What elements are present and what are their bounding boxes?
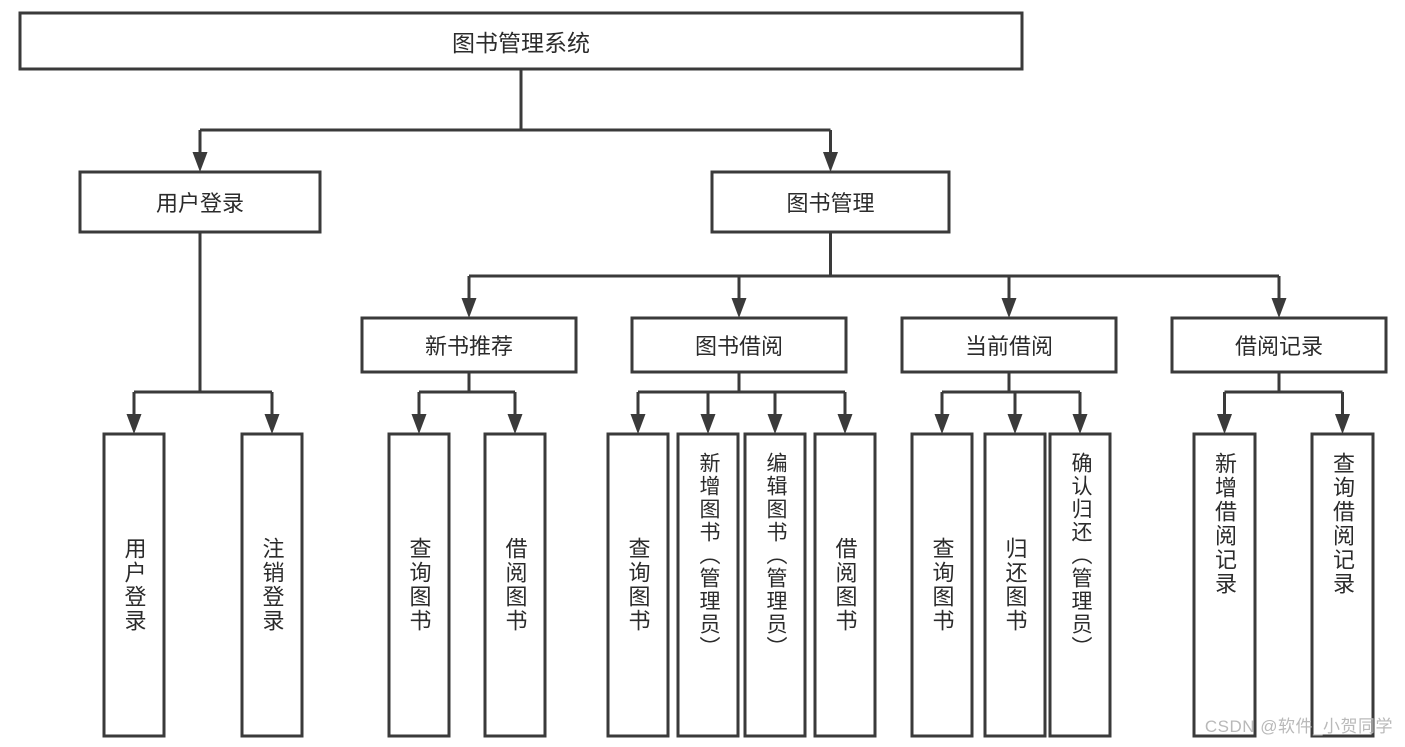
arrow-head-icon: [1335, 414, 1350, 434]
node-leaf-user-login[interactable]: [102, 432, 166, 738]
connector-group-book-borrow: [630, 372, 853, 434]
arrow-head-icon: [837, 414, 853, 434]
node-box-leaf-bb-edit[interactable]: [743, 432, 807, 738]
node-box-leaf-cb-return[interactable]: [983, 432, 1047, 738]
node-leaf-nbr-borrow[interactable]: [483, 432, 547, 738]
arrow-head-icon: [823, 152, 838, 172]
connector-group-root: [192, 69, 838, 172]
node-leaf-cb-return[interactable]: [983, 432, 1047, 738]
node-leaf-nbr-query[interactable]: [387, 432, 451, 738]
connector-group-borrow-record: [1217, 372, 1350, 434]
node-box-borrow-record[interactable]: [1170, 316, 1388, 374]
node-box-leaf-nbr-query[interactable]: [387, 432, 451, 738]
node-box-leaf-br-query[interactable]: [1310, 432, 1375, 738]
node-leaf-br-add[interactable]: [1192, 432, 1257, 738]
arrow-head-icon: [700, 414, 716, 434]
node-user-login[interactable]: [78, 170, 322, 234]
node-new-book-recommend[interactable]: [360, 316, 578, 374]
node-book-borrow[interactable]: [630, 316, 848, 374]
node-box-leaf-user-logout[interactable]: [240, 432, 304, 738]
node-box-leaf-br-add[interactable]: [1192, 432, 1257, 738]
arrow-head-icon: [630, 414, 646, 434]
node-leaf-bb-add[interactable]: [676, 432, 740, 738]
node-box-current-borrow[interactable]: [900, 316, 1118, 374]
node-leaf-br-query[interactable]: [1310, 432, 1375, 738]
node-box-leaf-bb-borrow[interactable]: [813, 432, 877, 738]
node-box-leaf-bb-add[interactable]: [676, 432, 740, 738]
connector-group-current-borrow: [934, 372, 1088, 434]
watermark-text: CSDN @软件_小贺同学: [1204, 717, 1393, 736]
connector-group-new-book-recommend: [411, 372, 523, 434]
arrow-head-icon: [1007, 414, 1023, 434]
connector-group-book-management: [461, 232, 1287, 318]
node-box-leaf-cb-confirm[interactable]: [1048, 432, 1112, 738]
node-leaf-cb-query[interactable]: [910, 432, 974, 738]
node-box-leaf-user-login[interactable]: [102, 432, 166, 738]
arrow-head-icon: [411, 414, 427, 434]
node-box-new-book-recommend[interactable]: [360, 316, 578, 374]
node-current-borrow[interactable]: [900, 316, 1118, 374]
arrow-head-icon: [767, 414, 783, 434]
node-leaf-cb-confirm[interactable]: [1048, 432, 1112, 738]
arrow-head-icon: [731, 298, 747, 318]
arrow-head-icon: [264, 414, 280, 434]
arrow-head-icon: [507, 414, 523, 434]
node-box-leaf-nbr-borrow[interactable]: [483, 432, 547, 738]
arrow-head-icon: [934, 414, 950, 434]
node-box-leaf-bb-query[interactable]: [606, 432, 670, 738]
node-book-management[interactable]: [710, 170, 951, 234]
arrow-head-icon: [1217, 414, 1232, 434]
arrow-head-icon: [126, 414, 142, 434]
arrow-head-icon: [1072, 414, 1088, 434]
arrow-head-icon: [1271, 298, 1287, 318]
arrow-head-icon: [192, 152, 208, 172]
node-root[interactable]: [18, 11, 1024, 71]
arrow-head-icon: [461, 298, 477, 318]
node-box-book-management[interactable]: [710, 170, 951, 234]
node-leaf-bb-borrow[interactable]: [813, 432, 877, 738]
connector-group-user-login: [126, 232, 280, 434]
arrow-head-icon: [1001, 298, 1017, 318]
node-leaf-bb-edit[interactable]: [743, 432, 807, 738]
node-leaf-bb-query[interactable]: [606, 432, 670, 738]
node-box-book-borrow[interactable]: [630, 316, 848, 374]
node-box-root[interactable]: [18, 11, 1024, 71]
node-box-leaf-cb-query[interactable]: [910, 432, 974, 738]
node-leaf-user-logout[interactable]: [240, 432, 304, 738]
node-box-user-login[interactable]: [78, 170, 322, 234]
node-borrow-record[interactable]: [1170, 316, 1388, 374]
